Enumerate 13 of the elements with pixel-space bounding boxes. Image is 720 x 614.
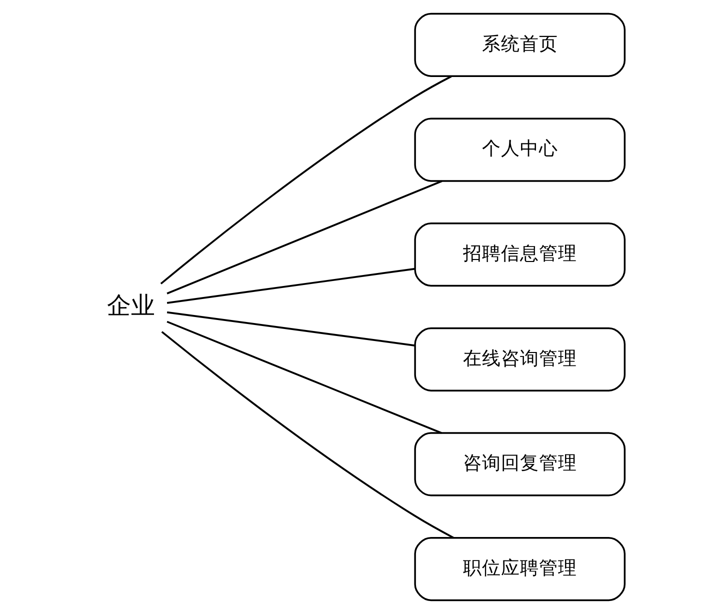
connector — [166, 320, 442, 434]
node-box: 职位应聘管理 — [414, 537, 626, 602]
node-box: 咨询回复管理 — [414, 432, 626, 496]
node-box: 系统首页 — [414, 12, 626, 77]
connector — [160, 76, 452, 284]
connector — [166, 311, 416, 346]
node-box: 个人中心 — [414, 118, 626, 182]
node-box: 招聘信息管理 — [414, 222, 626, 287]
connector — [166, 180, 442, 294]
node-text: 企业 — [107, 292, 156, 320]
connector — [161, 331, 454, 539]
node-box: 在线咨询管理 — [414, 327, 626, 392]
connector — [166, 268, 416, 304]
